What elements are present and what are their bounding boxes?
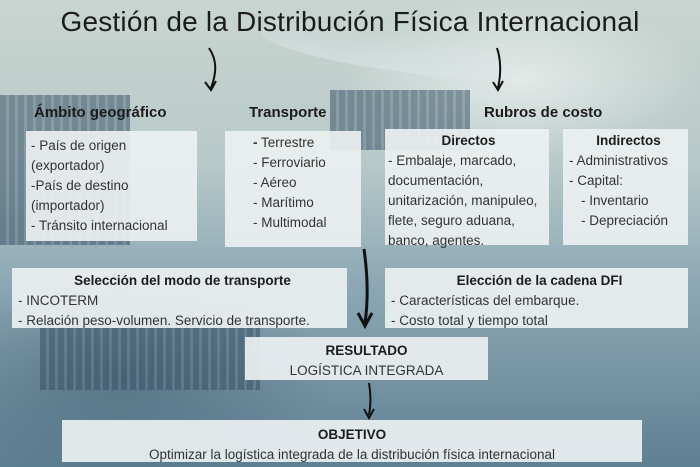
- container-stack-bottom: [40, 320, 260, 390]
- directos-line: flete, seguro aduana,: [388, 213, 515, 228]
- transporte-item: - Aéreo: [253, 175, 297, 190]
- ambito-item: (importador): [31, 198, 105, 213]
- transporte-item: - Multimodal: [253, 215, 327, 230]
- eleccion-box: Elección de la cadena DFI - Característi…: [385, 268, 688, 328]
- seleccion-line: - Relación peso-volumen. Servicio de tra…: [18, 313, 310, 328]
- transporte-item: - Terrestre: [253, 135, 315, 150]
- indirectos-line: - Inventario: [581, 193, 649, 208]
- objetivo-title: OBJETIVO: [317, 427, 387, 442]
- ambito-item: (exportador): [31, 158, 105, 173]
- eleccion-title: Elección de la cadena DFI: [456, 273, 623, 288]
- heading-transporte: Transporte: [249, 104, 327, 121]
- seleccion-line: - INCOTERM: [18, 293, 99, 308]
- arrow-down-icon: [356, 248, 374, 330]
- eleccion-line: - Costo total y tiempo total: [391, 313, 548, 328]
- indirectos-box: Indirectos - Administrativos - Capital: …: [563, 129, 688, 245]
- directos-line: unitarización, manipuleo,: [388, 193, 538, 208]
- page-title: Gestión de la Distribución Física Intern…: [60, 6, 640, 37]
- indirectos-line: - Capital:: [569, 173, 624, 188]
- seleccion-title: Selección del modo de transporte: [74, 273, 291, 288]
- ambito-item: - Tránsito internacional: [31, 218, 168, 233]
- resultado-title: RESULTADO: [325, 343, 408, 358]
- indirectos-title: Indirectos: [596, 133, 661, 148]
- heading-rubros-de-costo: Rubros de costo: [484, 104, 603, 121]
- ambito-box: - País de origen (exportador) -País de d…: [26, 131, 197, 241]
- arrow-down-icon: [492, 47, 504, 92]
- directos-box: Directos - Embalaje, marcado, documentac…: [385, 129, 549, 248]
- ambito-item: -País de destino: [31, 178, 129, 193]
- ambito-item: - País de origen: [31, 138, 127, 153]
- indirectos-line: - Administrativos: [569, 153, 669, 168]
- transporte-item: - Marítimo: [253, 195, 314, 210]
- directos-line: banco, agentes.: [388, 233, 485, 248]
- transporte-box: - Terrestre - Ferroviario - Aéreo - Marí…: [225, 131, 361, 247]
- seleccion-box: Selección del modo de transporte - INCOT…: [12, 268, 347, 328]
- objetivo-box: OBJETIVO Optimizar la logística integrad…: [62, 420, 642, 462]
- directos-title: Directos: [441, 133, 496, 148]
- resultado-box: RESULTADO LOGÍSTICA INTEGRADA: [245, 337, 488, 380]
- directos-line: - Embalaje, marcado,: [388, 153, 517, 168]
- indirectos-line: - Depreciación: [581, 213, 669, 228]
- arrow-down-icon: [363, 382, 375, 421]
- objetivo-text: Optimizar la logística integrada de la d…: [149, 447, 555, 462]
- directos-line: documentación,: [388, 173, 484, 188]
- arrow-down-icon: [204, 47, 217, 92]
- heading-ambito-geografico: Ámbito geográfico: [34, 104, 167, 121]
- eleccion-line: - Características del embarque.: [391, 293, 580, 308]
- transporte-item: - Ferroviario: [253, 155, 326, 170]
- resultado-text: LOGÍSTICA INTEGRADA: [289, 363, 444, 378]
